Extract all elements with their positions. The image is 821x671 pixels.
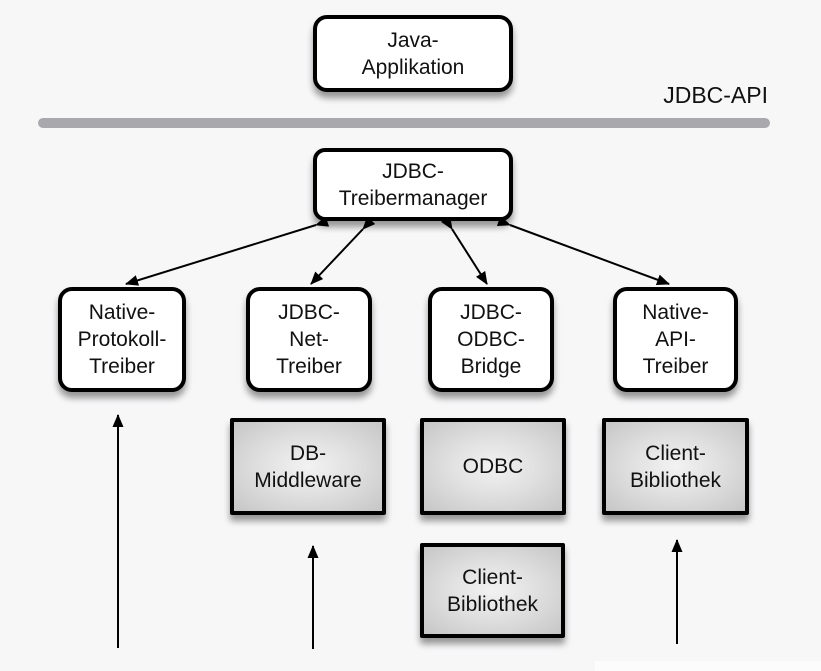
jdbc-api-label: JDBC-API [663,82,768,108]
node-label-line: Native- [88,301,156,324]
node-label-line: ODBC [462,455,524,478]
node-odbc: ODBC [420,418,566,515]
node-label-line: Bridge [460,355,522,378]
node-label-line: JDBC- [460,301,522,324]
node-label-line: Client- [645,441,706,465]
jdbc-api-separator-bar [38,118,770,128]
node-jdbc-treibermanager: JDBC- Treibermanager [313,148,513,221]
node-label-line: Client- [462,565,523,589]
node-label-line: Native- [642,301,709,324]
node-label-line: Treiber [276,355,342,378]
arrow-treibermanager-native-api-treiber [496,215,670,285]
node-label-line: Protokoll- [77,328,167,351]
arrow-treibermanager-native-protokoll-treiber [125,216,330,286]
node-native-api-treiber: Native- API- Treiber [613,287,738,392]
node-jdbc-odbc-bridge: JDBC- ODBC- Bridge [428,287,554,392]
node-label-line: Treibermanager [338,186,488,210]
node-native-protokoll-treiber: Native- Protokoll- Treiber [58,287,186,392]
node-label-line: JDBC- [278,301,340,324]
node-label-line: ODBC- [457,328,525,351]
node-label-line: Bibliothek [446,592,539,616]
node-label-line: Middleware [254,468,362,492]
arrow-treibermanager-jdbc-odbc-bridge [440,215,488,285]
node-label-line: Treiber [89,355,155,378]
arrow-treibermanager-jdbc-net-treiber [310,216,376,285]
node-label-line: DB- [289,441,327,465]
node-label-line: Bibliothek [629,468,722,492]
node-label-line: Java- [387,28,439,52]
node-label-line: Net- [289,328,329,351]
node-java-applikation: Java- Applikation [313,15,513,92]
node-jdbc-net-treiber: JDBC- Net- Treiber [246,287,372,392]
node-client-bibliothek-rechts: Client- Bibliothek [602,418,749,515]
node-label-line: JDBC- [382,159,444,183]
bottom-edge-strip [595,661,821,671]
node-label-line: Treiber [642,355,709,378]
node-label-line: API- [655,328,696,351]
node-client-bibliothek-unten: Client- Bibliothek [420,543,565,638]
node-label-line: Applikation [361,55,465,79]
node-db-middleware: DB- Middleware [230,418,386,515]
